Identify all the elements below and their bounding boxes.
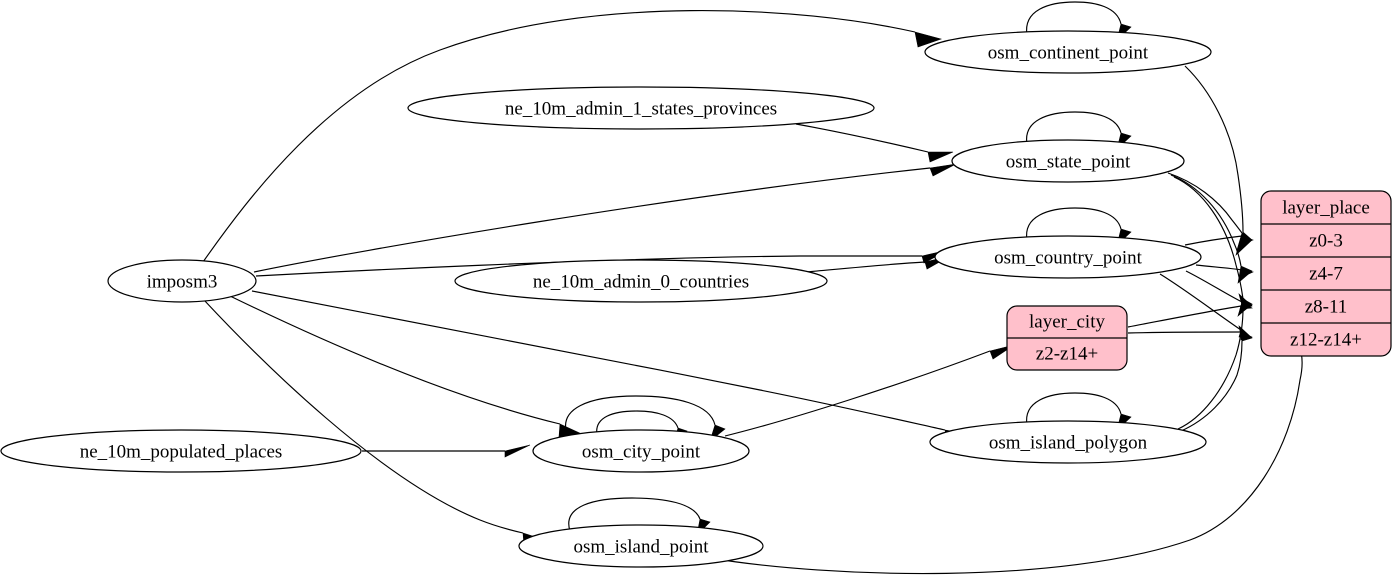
record-row-layer_place-z0-3[interactable]: z0-3 [1309, 231, 1343, 252]
edge-ne_populated_places-to-osm_city_point [362, 444, 531, 458]
node-label-ne_10m_admin_0_countries: ne_10m_admin_0_countries [533, 272, 749, 293]
node-ne_10m_admin_0_countries[interactable]: ne_10m_admin_0_countries [454, 259, 828, 303]
record-row-layer_place-title: layer_place [1282, 198, 1370, 219]
edge-osm_country_point-to-layer_place-z12-z14 [1159, 273, 1252, 339]
record-row-layer_place-z8-11[interactable]: z8-11 [1305, 297, 1348, 318]
node-label-ne_10m_admin_1_states_provinces: ne_10m_admin_1_states_provinces [505, 99, 777, 120]
record-row-layer_place-z12-z14[interactable]: z12-z14+ [1290, 330, 1362, 351]
node-label-imposm3: imposm3 [147, 272, 218, 293]
edge-imposm3-to-osm_city_point [229, 295, 586, 438]
record-layer_place[interactable]: layer_place z0-3 z4-7 z8-11 z12-z14+ [1260, 190, 1392, 357]
node-osm_island_point[interactable]: osm_island_point [518, 524, 764, 568]
node-label-osm_continent_point: osm_continent_point [988, 43, 1149, 64]
edge-osm_country_point-to-layer_place-z4-7 [1195, 264, 1254, 278]
record-layer_city[interactable]: layer_city z2-z14+ [1006, 305, 1128, 371]
edge-imposm3-to-osm_continent_point [202, 9, 943, 263]
node-label-osm_island_polygon: osm_island_polygon [989, 433, 1148, 454]
record-row-layer_city-z2-z14[interactable]: z2-z14+ [1036, 344, 1098, 365]
edge-osm_island_polygon-to-layer_place-z12-z14 [1180, 325, 1253, 432]
edge-osm_country_point-to-layer_place-z0-3 [1184, 235, 1254, 246]
node-osm_island_polygon[interactable]: osm_island_polygon [929, 420, 1207, 464]
node-osm_continent_point[interactable]: osm_continent_point [924, 30, 1212, 74]
node-ne_10m_populated_places[interactable]: ne_10m_populated_places [0, 429, 362, 473]
edge-osm_island_polygon-to-layer_place-z8-11 [1177, 293, 1253, 430]
edge-imposm3-to-osm_island_point [203, 299, 549, 546]
node-label-osm_country_point: osm_country_point [994, 248, 1142, 269]
edge-layer_city-to-layer_place-z12-z14 [1127, 331, 1253, 341]
record-row-layer_city-title: layer_city [1029, 312, 1105, 333]
edge-ne_states_provinces-to-osm_state_point [795, 123, 954, 163]
node-ne_10m_admin_1_states_provinces[interactable]: ne_10m_admin_1_states_provinces [407, 86, 875, 130]
node-label-osm_city_point: osm_city_point [582, 442, 701, 463]
node-label-ne_10m_populated_places: ne_10m_populated_places [80, 442, 283, 463]
edge-imposm3-to-osm_state_point [253, 163, 957, 273]
edge-osm_continent_point-to-layer_place-z0-3 [1184, 65, 1253, 256]
record-row-layer_place-z4-7[interactable]: z4-7 [1309, 264, 1343, 285]
node-layer: imposm3 ne_10m_admin_1_states_provinces … [0, 30, 1212, 568]
edge-layer_city-to-layer_place-z8-11 [1127, 304, 1254, 328]
node-label-osm_state_point: osm_state_point [1006, 152, 1131, 173]
edge-osm_city_point-to-layer_city-z2-z14 [724, 344, 1015, 437]
edge-imposm3-to-osm_island_polygon [251, 290, 972, 443]
node-label-osm_island_point: osm_island_point [573, 537, 709, 558]
node-osm_city_point[interactable]: osm_city_point [532, 429, 750, 473]
node-osm_country_point[interactable]: osm_country_point [934, 235, 1202, 279]
record-layer: layer_place z0-3 z4-7 z8-11 z12-z14+ lay… [1006, 190, 1392, 371]
node-osm_state_point[interactable]: osm_state_point [951, 139, 1185, 183]
node-imposm3[interactable]: imposm3 [107, 259, 257, 303]
